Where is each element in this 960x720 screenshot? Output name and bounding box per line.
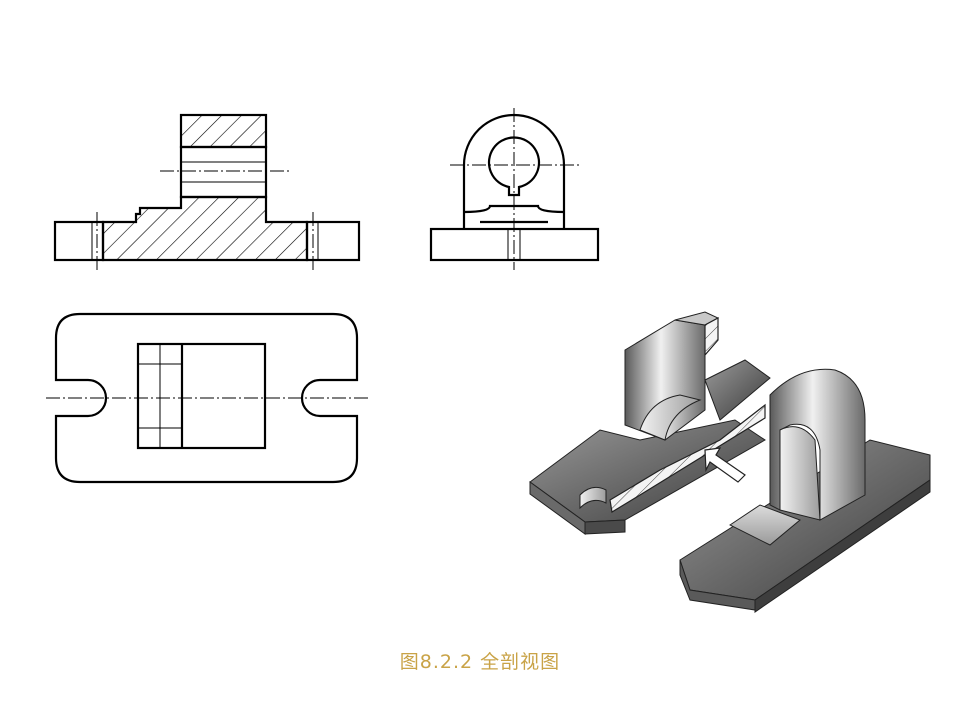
top-view-outline <box>54 312 359 484</box>
front-section-hatched-area <box>101 195 309 262</box>
figure-caption: 图8.2.2 全剖视图 <box>399 651 561 673</box>
side-keyed-bore <box>487 136 541 197</box>
top-view <box>46 312 368 484</box>
isometric-cutaway <box>529 311 931 613</box>
cutaway-right-half <box>679 368 931 613</box>
cutaway-left-half <box>529 311 771 535</box>
front-boss-hole-band <box>179 145 268 199</box>
front-base-right-end <box>305 220 361 262</box>
side-view <box>429 108 600 270</box>
front-boss-top-hatched <box>179 113 268 149</box>
cutaway-section-face <box>609 403 766 513</box>
top-view-boss <box>136 342 267 450</box>
front-section-view <box>53 113 361 270</box>
front-base-left-end <box>53 220 105 262</box>
cutaway-direction-arrow <box>704 447 746 483</box>
